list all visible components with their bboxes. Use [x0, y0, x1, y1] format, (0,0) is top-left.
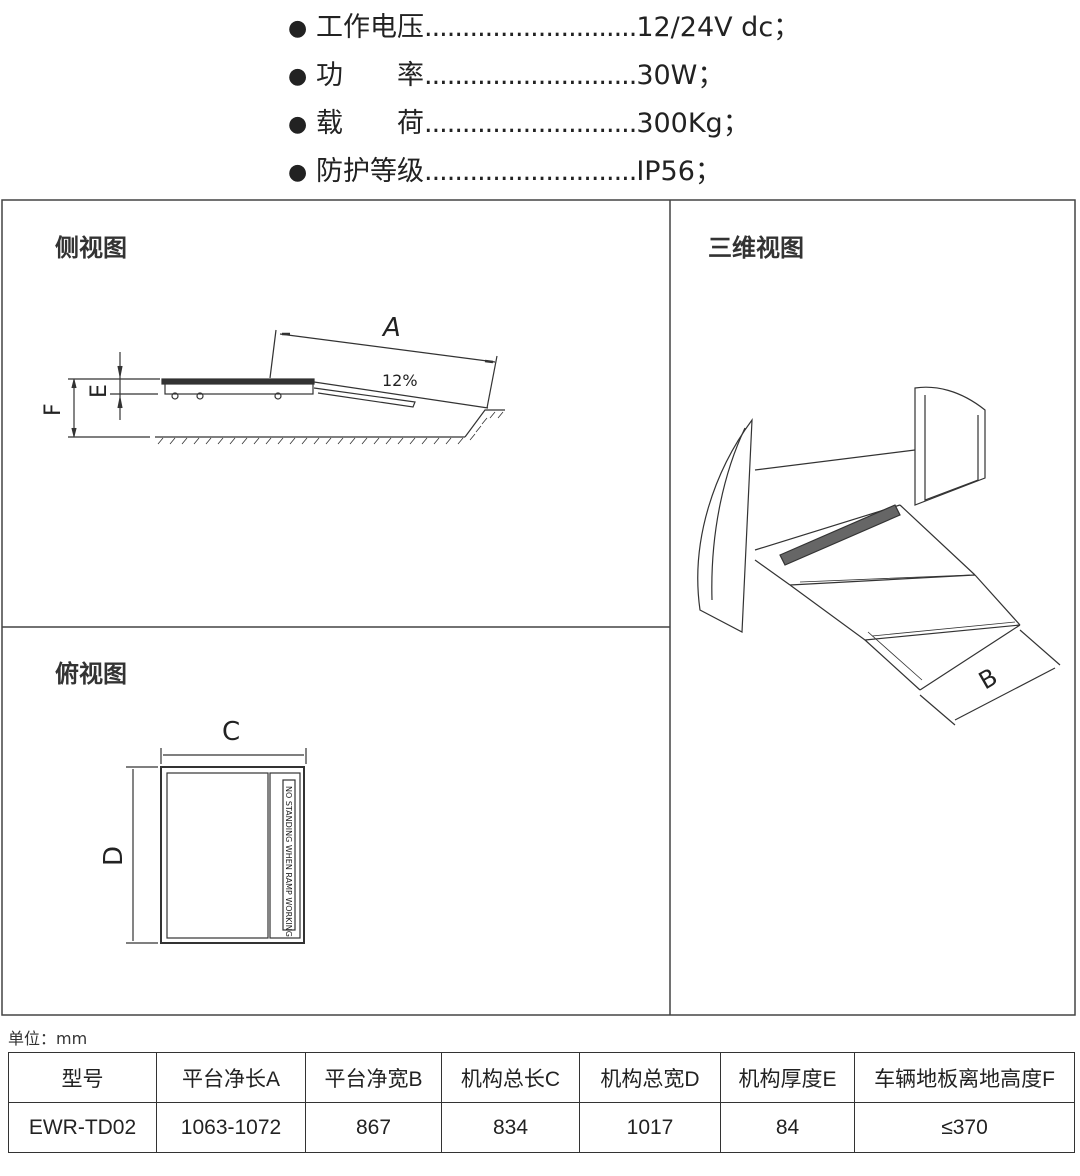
unit-label: 单位：mm: [8, 1029, 88, 1048]
side-view-drawing: [68, 329, 505, 445]
label-a: A: [381, 313, 401, 343]
header-cell: 平台净长A: [156, 1052, 306, 1103]
spec-label: 工作电压: [316, 12, 424, 43]
spec-value: IP56；: [636, 156, 722, 187]
side-view-title: 侧视图: [55, 234, 127, 262]
spec-value: 300Kg；: [636, 108, 750, 139]
dots: ............................: [424, 12, 637, 43]
spec-load: ●载 荷............................300Kg；: [288, 108, 750, 139]
label-b: B: [974, 663, 1002, 695]
dots: ............................: [424, 108, 637, 139]
cell: 1017: [579, 1102, 721, 1153]
label-d: D: [99, 846, 129, 866]
label-c: C: [222, 717, 240, 747]
cell: 867: [305, 1102, 442, 1153]
spec-label: 防护等级: [316, 156, 424, 187]
cell: 84: [720, 1102, 855, 1153]
header-cell: 平台净宽B: [305, 1052, 442, 1103]
header-cell: 机构总长C: [441, 1052, 580, 1103]
ground-hatch: [157, 437, 464, 445]
dots: ............................: [424, 60, 637, 91]
spec-power: ●功 率............................30W；: [288, 60, 725, 91]
header-cell: 机构总宽D: [579, 1052, 721, 1103]
iso-view-title: 三维视图: [708, 234, 804, 262]
spec-label: 功 率: [316, 60, 424, 91]
spec-protection: ●防护等级............................IP56；: [288, 156, 722, 187]
label-f: F: [41, 403, 66, 416]
table-header-row: 型号 平台净长A 平台净宽B 机构总长C 机构总宽D 机构厚度E 车辆地板离地高…: [8, 1052, 1075, 1103]
cell: 1063-1072: [156, 1102, 306, 1153]
warning-text: NO STANDING WHEN RAMP WORKING: [284, 786, 293, 937]
top-view-drawing: [126, 748, 307, 944]
header-cell: 型号: [8, 1052, 157, 1103]
header-cell: 车辆地板离地高度F: [854, 1052, 1075, 1103]
dots: ............................: [424, 156, 637, 187]
iso-view-drawing: [697, 386, 1061, 726]
spec-table: 型号 平台净长A 平台净宽B 机构总长C 机构总宽D 机构厚度E 车辆地板离地高…: [8, 1052, 1075, 1153]
spec-value: 12/24V dc；: [636, 12, 801, 43]
label-slope: 12%: [382, 371, 418, 390]
spec-value: 30W；: [636, 60, 725, 91]
table-row: EWR-TD02 1063-1072 867 834 1017 84 ≤370: [8, 1102, 1075, 1153]
spec-voltage: ●工作电压............................12/24V …: [288, 12, 801, 43]
cell: 834: [441, 1102, 580, 1153]
panel-frame: [1, 199, 1076, 1016]
header-cell: 机构厚度E: [720, 1052, 855, 1103]
cell: ≤370: [854, 1102, 1075, 1153]
top-view-title: 俯视图: [55, 660, 127, 688]
spec-label: 载 荷: [316, 108, 424, 139]
label-e: E: [87, 384, 112, 398]
cell: EWR-TD02: [8, 1102, 157, 1153]
